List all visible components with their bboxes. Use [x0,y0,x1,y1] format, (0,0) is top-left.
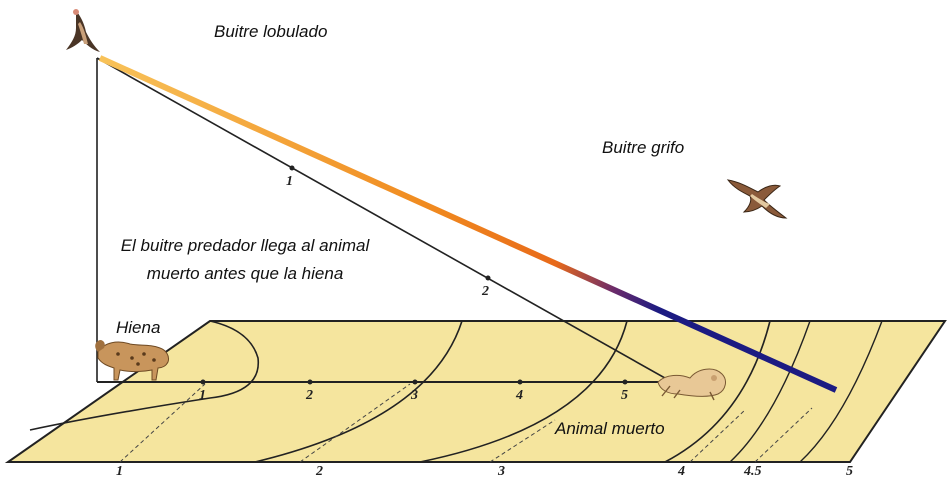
griffon-vulture-label: Buitre grifo [602,138,685,157]
griffon-vulture-icon [726,179,788,219]
hyena-icon [95,340,169,381]
ground-arc-45 [729,320,811,463]
caption-line-2: muerto antes que la hiena [146,264,344,283]
slant-number-2: 2 [482,284,489,299]
lappet-faced-vulture-label: Buitre lobulado [214,22,328,41]
vulture-icon [66,9,100,52]
bottom-number-3: 3 [498,464,505,479]
bottom-number-45: 4.5 [744,464,762,479]
hyena-range-arc [29,320,259,431]
ground-arc-5 [799,320,883,463]
ground-number-3: 3 [411,388,418,403]
ground-number-2: 2 [306,388,313,403]
ground-plane [4,320,947,463]
hyena-path-dots [200,379,628,385]
bottom-number-1: 1 [116,464,123,479]
ground-arc-3 [419,320,628,463]
descent-dot-2 [485,275,491,281]
caption-line-1: El buitre predador llega al animal [120,236,370,255]
carcass-icon [657,368,726,401]
slant-number-1: 1 [286,174,293,189]
carcass-label: Animal muerto [555,419,665,438]
sightline-beam [98,55,838,393]
bottom-number-4: 4 [678,464,685,479]
ground-number-5: 5 [621,388,628,403]
ground-number-4: 4 [516,388,523,403]
ground-arc-4 [664,320,771,463]
descent-dot-1 [289,165,295,171]
hyena-label: Hiena [116,318,161,337]
bottom-number-2: 2 [316,464,323,479]
vulture-descent-line [96,57,673,383]
ground-number-1: 1 [199,388,206,403]
bottom-number-5: 5 [846,464,853,479]
dashed-projections [119,383,813,463]
ground-arc-2 [254,320,463,463]
